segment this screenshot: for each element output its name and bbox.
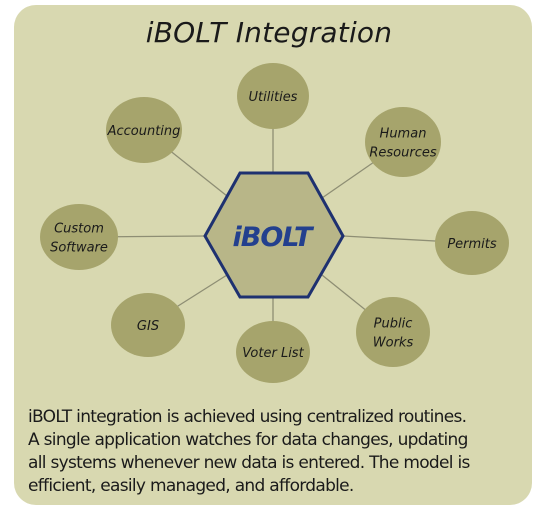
node-label-voter-list: Voter List: [242, 346, 304, 361]
description-line-1: iBOLT integration is achieved using cent…: [28, 407, 467, 427]
hub: iBOLT: [203, 171, 345, 299]
node-label-public-works-1: Public: [374, 317, 413, 332]
node-ellipse-public-works: [356, 297, 430, 367]
hub-hexagon: [203, 171, 345, 299]
diagram-title: iBOLT Integration: [145, 16, 393, 49]
node-label-utilities: Utilities: [249, 90, 298, 105]
node-ellipse-human-resources: [365, 107, 441, 177]
description-line-4: efficient, easily managed, and affordabl…: [28, 476, 354, 496]
node-label-human-resources-2: Resources: [369, 146, 436, 161]
node-label-custom-software-2: Software: [50, 241, 108, 256]
node-ellipse-custom-software: [40, 204, 118, 270]
node-label-permits: Permits: [447, 237, 497, 252]
node-label-accounting: Accounting: [107, 124, 181, 139]
node-ellipse-accounting: [106, 97, 182, 163]
node-label-human-resources-1: Human: [380, 127, 427, 142]
node-ellipse-voter-list: [236, 321, 310, 383]
node-permits: Permits: [435, 211, 509, 275]
node-ellipse-utilities: [237, 63, 309, 129]
description-line-3: all systems whenever new data is entered…: [28, 453, 470, 473]
description-text: iBOLT integration is achieved using cent…: [28, 406, 528, 498]
node-voter-list: Voter List: [236, 321, 310, 383]
description-line-2: A single application watches for data ch…: [28, 430, 468, 450]
node-label-public-works-2: Works: [373, 336, 414, 351]
node-label-gis: GIS: [137, 319, 159, 334]
node-utilities: Utilities: [237, 63, 309, 129]
node-accounting: Accounting: [106, 97, 182, 163]
node-ellipse-permits: [435, 211, 509, 275]
node-gis: GIS: [111, 293, 185, 357]
node-ellipse-gis: [111, 293, 185, 357]
hub-label: iBOLT: [233, 222, 316, 253]
node-label-custom-software-1: Custom: [54, 222, 104, 237]
